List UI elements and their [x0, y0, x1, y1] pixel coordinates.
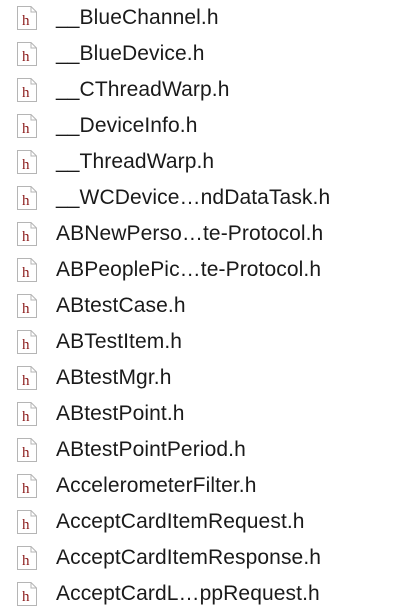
file-name: AcceptCardL…ppRequest.h [56, 582, 320, 605]
svg-text:h: h [22, 445, 30, 461]
file-row[interactable]: h __ThreadWarp.h [0, 144, 408, 180]
file-row[interactable]: h __BlueDevice.h [0, 36, 408, 72]
file-name: ABtestMgr.h [56, 366, 172, 389]
svg-text:h: h [22, 193, 30, 209]
file-name: AcceptCardItemRequest.h [56, 510, 305, 533]
svg-text:h: h [22, 553, 30, 569]
svg-text:h: h [22, 373, 30, 389]
file-row[interactable]: h __WCDevice…ndDataTask.h [0, 180, 408, 216]
header-file-icon: h [16, 401, 38, 427]
svg-text:h: h [22, 481, 30, 497]
svg-text:h: h [22, 337, 30, 353]
file-name: __ThreadWarp.h [56, 150, 215, 173]
header-file-icon: h [16, 509, 38, 535]
file-name: __WCDevice…ndDataTask.h [56, 186, 331, 209]
header-file-icon: h [16, 329, 38, 355]
header-file-icon: h [16, 545, 38, 571]
file-row[interactable]: h ABTestItem.h [0, 324, 408, 360]
file-name: __BlueDevice.h [56, 42, 205, 65]
file-name: ABTestItem.h [56, 330, 183, 353]
svg-text:h: h [22, 409, 30, 425]
header-file-icon: h [16, 77, 38, 103]
header-file-icon: h [16, 581, 38, 607]
header-file-icon: h [16, 113, 38, 139]
svg-text:h: h [22, 301, 30, 317]
file-row[interactable]: h ABtestMgr.h [0, 360, 408, 396]
header-file-icon: h [16, 365, 38, 391]
file-row[interactable]: h ABtestCase.h [0, 288, 408, 324]
file-row[interactable]: h __BlueChannel.h [0, 0, 408, 36]
svg-text:h: h [22, 589, 30, 605]
file-name: ABPeoplePic…te-Protocol.h [56, 258, 322, 281]
svg-text:h: h [22, 85, 30, 101]
header-file-icon: h [16, 473, 38, 499]
file-row[interactable]: h ABtestPointPeriod.h [0, 432, 408, 468]
file-row[interactable]: h AcceptCardItemRequest.h [0, 504, 408, 540]
file-row[interactable]: h AcceptCardL…ppRequest.h [0, 576, 408, 612]
file-name: AccelerometerFilter.h [56, 474, 257, 497]
header-file-icon: h [16, 257, 38, 283]
file-row[interactable]: h ABPeoplePic…te-Protocol.h [0, 252, 408, 288]
file-name: ABtestCase.h [56, 294, 186, 317]
header-file-icon: h [16, 5, 38, 31]
svg-text:h: h [22, 229, 30, 245]
file-name: __CThreadWarp.h [56, 78, 230, 101]
file-row[interactable]: h AcceptCardItemResponse.h [0, 540, 408, 576]
file-name: ABtestPointPeriod.h [56, 438, 246, 461]
svg-text:h: h [22, 157, 30, 173]
file-row[interactable]: h __DeviceInfo.h [0, 108, 408, 144]
file-name: AcceptCardItemResponse.h [56, 546, 322, 569]
svg-text:h: h [22, 13, 30, 29]
file-row[interactable]: h __CThreadWarp.h [0, 72, 408, 108]
file-name: __DeviceInfo.h [56, 114, 198, 137]
file-row[interactable]: h ABtestPoint.h [0, 396, 408, 432]
file-name: ABNewPerso…te-Protocol.h [56, 222, 324, 245]
file-row[interactable]: h ABNewPerso…te-Protocol.h [0, 216, 408, 252]
header-file-icon: h [16, 293, 38, 319]
header-file-icon: h [16, 149, 38, 175]
header-file-icon: h [16, 185, 38, 211]
file-name: ABtestPoint.h [56, 402, 185, 425]
header-file-icon: h [16, 41, 38, 67]
svg-text:h: h [22, 121, 30, 137]
header-file-icon: h [16, 221, 38, 247]
header-file-icon: h [16, 437, 38, 463]
svg-text:h: h [22, 265, 30, 281]
svg-text:h: h [22, 49, 30, 65]
svg-text:h: h [22, 517, 30, 533]
file-row[interactable]: h AccelerometerFilter.h [0, 468, 408, 504]
file-name: __BlueChannel.h [56, 6, 219, 29]
